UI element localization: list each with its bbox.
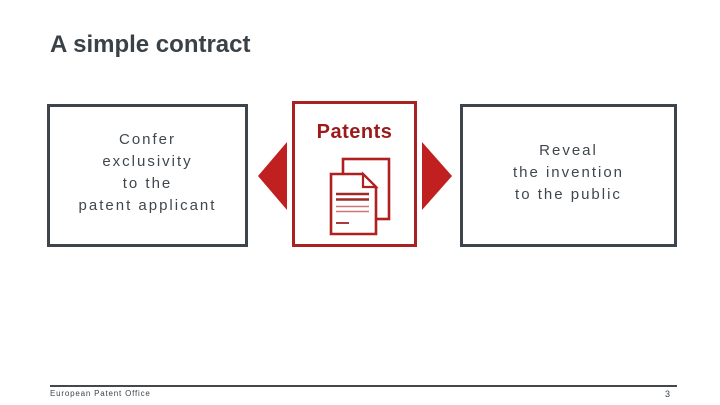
arrow-left-icon: [258, 142, 287, 210]
page-title: A simple contract: [50, 31, 251, 58]
page-number: 3: [664, 389, 670, 399]
patents-label: Patents: [316, 121, 393, 143]
footer-divider: [50, 385, 677, 387]
box-line: Confer: [118, 130, 177, 148]
footer-organization: European Patent Office: [50, 389, 151, 398]
box-line: exclusivity: [102, 152, 193, 170]
box-line: the invention: [512, 163, 625, 181]
box-line: to the public: [515, 185, 622, 203]
patents-box: Patents: [292, 101, 417, 247]
box-line: Reveal: [539, 141, 598, 159]
documents-icon: [329, 157, 390, 236]
reveal-invention-box: Reveal the invention to the public: [460, 104, 677, 247]
arrow-right-icon: [422, 142, 452, 210]
confer-exclusivity-box: Confer exclusivity to the patent applica…: [47, 104, 248, 247]
box-line: patent applicant: [78, 196, 217, 214]
box-line: to the: [122, 174, 173, 192]
